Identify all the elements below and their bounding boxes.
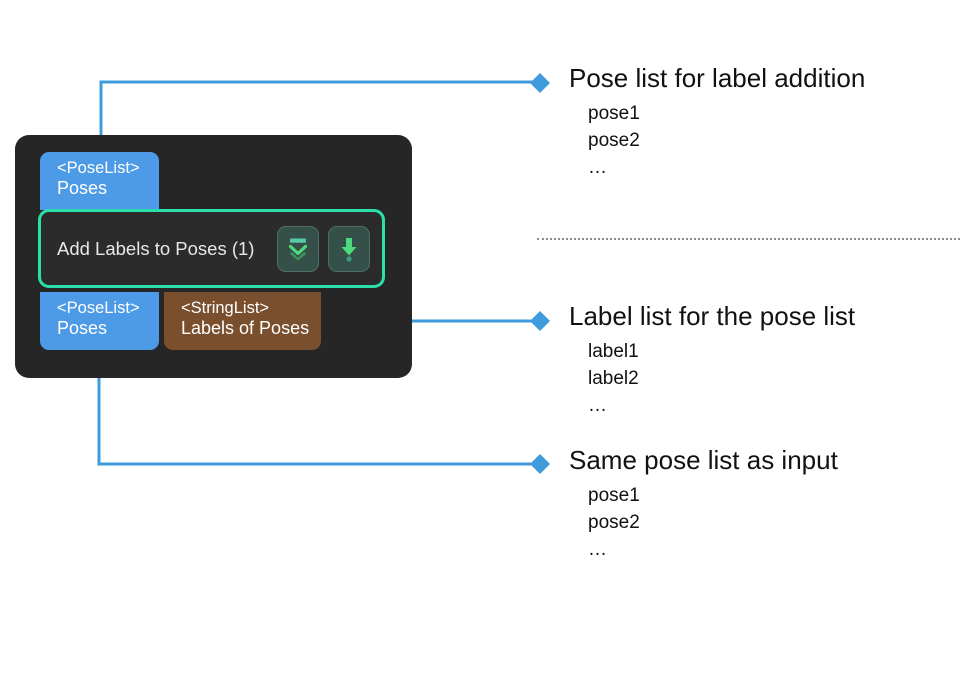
connector-diamond-labels-callout — [530, 311, 550, 331]
list-item: … — [588, 394, 607, 416]
collapse-all-icon-button[interactable] — [277, 225, 319, 272]
output-port-poses-name: Poses — [57, 318, 108, 339]
input-port-type: <PoseList> — [57, 159, 140, 177]
input-port-name: Poses — [57, 178, 108, 199]
list-item: label2 — [588, 367, 639, 389]
callout-pose-list-output: Same pose list as input pose1 pose2 … — [569, 445, 838, 564]
node-title: Add Labels to Poses (1) — [57, 237, 255, 259]
input-port-poses[interactable]: <PoseList> Poses — [40, 152, 159, 210]
list-item: … — [588, 538, 607, 560]
list-item: pose2 — [588, 129, 640, 151]
callout-label-list: Label list for the pose list label1 labe… — [569, 301, 856, 420]
connector-diamond-output-callout — [530, 454, 550, 474]
output-port-poses-type: <PoseList> — [57, 299, 140, 317]
list-item: pose1 — [588, 102, 640, 124]
callout-title: Same pose list as input — [569, 445, 838, 475]
node-body[interactable]: Add Labels to Poses (1) — [38, 209, 385, 288]
node-icon-group — [277, 225, 370, 272]
download-arrow-icon — [341, 237, 357, 262]
section-divider — [537, 238, 960, 240]
callout-items: pose1 pose2 … — [588, 101, 865, 182]
connector-diamond-input-callout — [530, 73, 550, 93]
output-port-labels-type: <StringList> — [181, 299, 270, 317]
callout-items: label1 label2 … — [588, 339, 855, 420]
output-port-poses[interactable]: <PoseList> Poses — [40, 292, 159, 350]
list-item: … — [588, 156, 607, 178]
output-port-labels-name: Labels of Poses — [181, 318, 310, 339]
callout-title: Label list for the pose list — [569, 301, 856, 331]
callout-items: pose1 pose2 … — [588, 483, 838, 564]
callout-pose-list-input: Pose list for label addition pose1 pose2… — [569, 63, 866, 182]
callout-title: Pose list for label addition — [569, 63, 866, 93]
collapse-all-icon — [288, 238, 308, 261]
list-item: label1 — [588, 340, 639, 362]
list-item: pose1 — [588, 484, 640, 506]
list-item: pose2 — [588, 511, 640, 533]
download-arrow-icon-button[interactable] — [328, 225, 370, 272]
output-port-labels[interactable]: <StringList> Labels of Poses — [164, 292, 321, 350]
